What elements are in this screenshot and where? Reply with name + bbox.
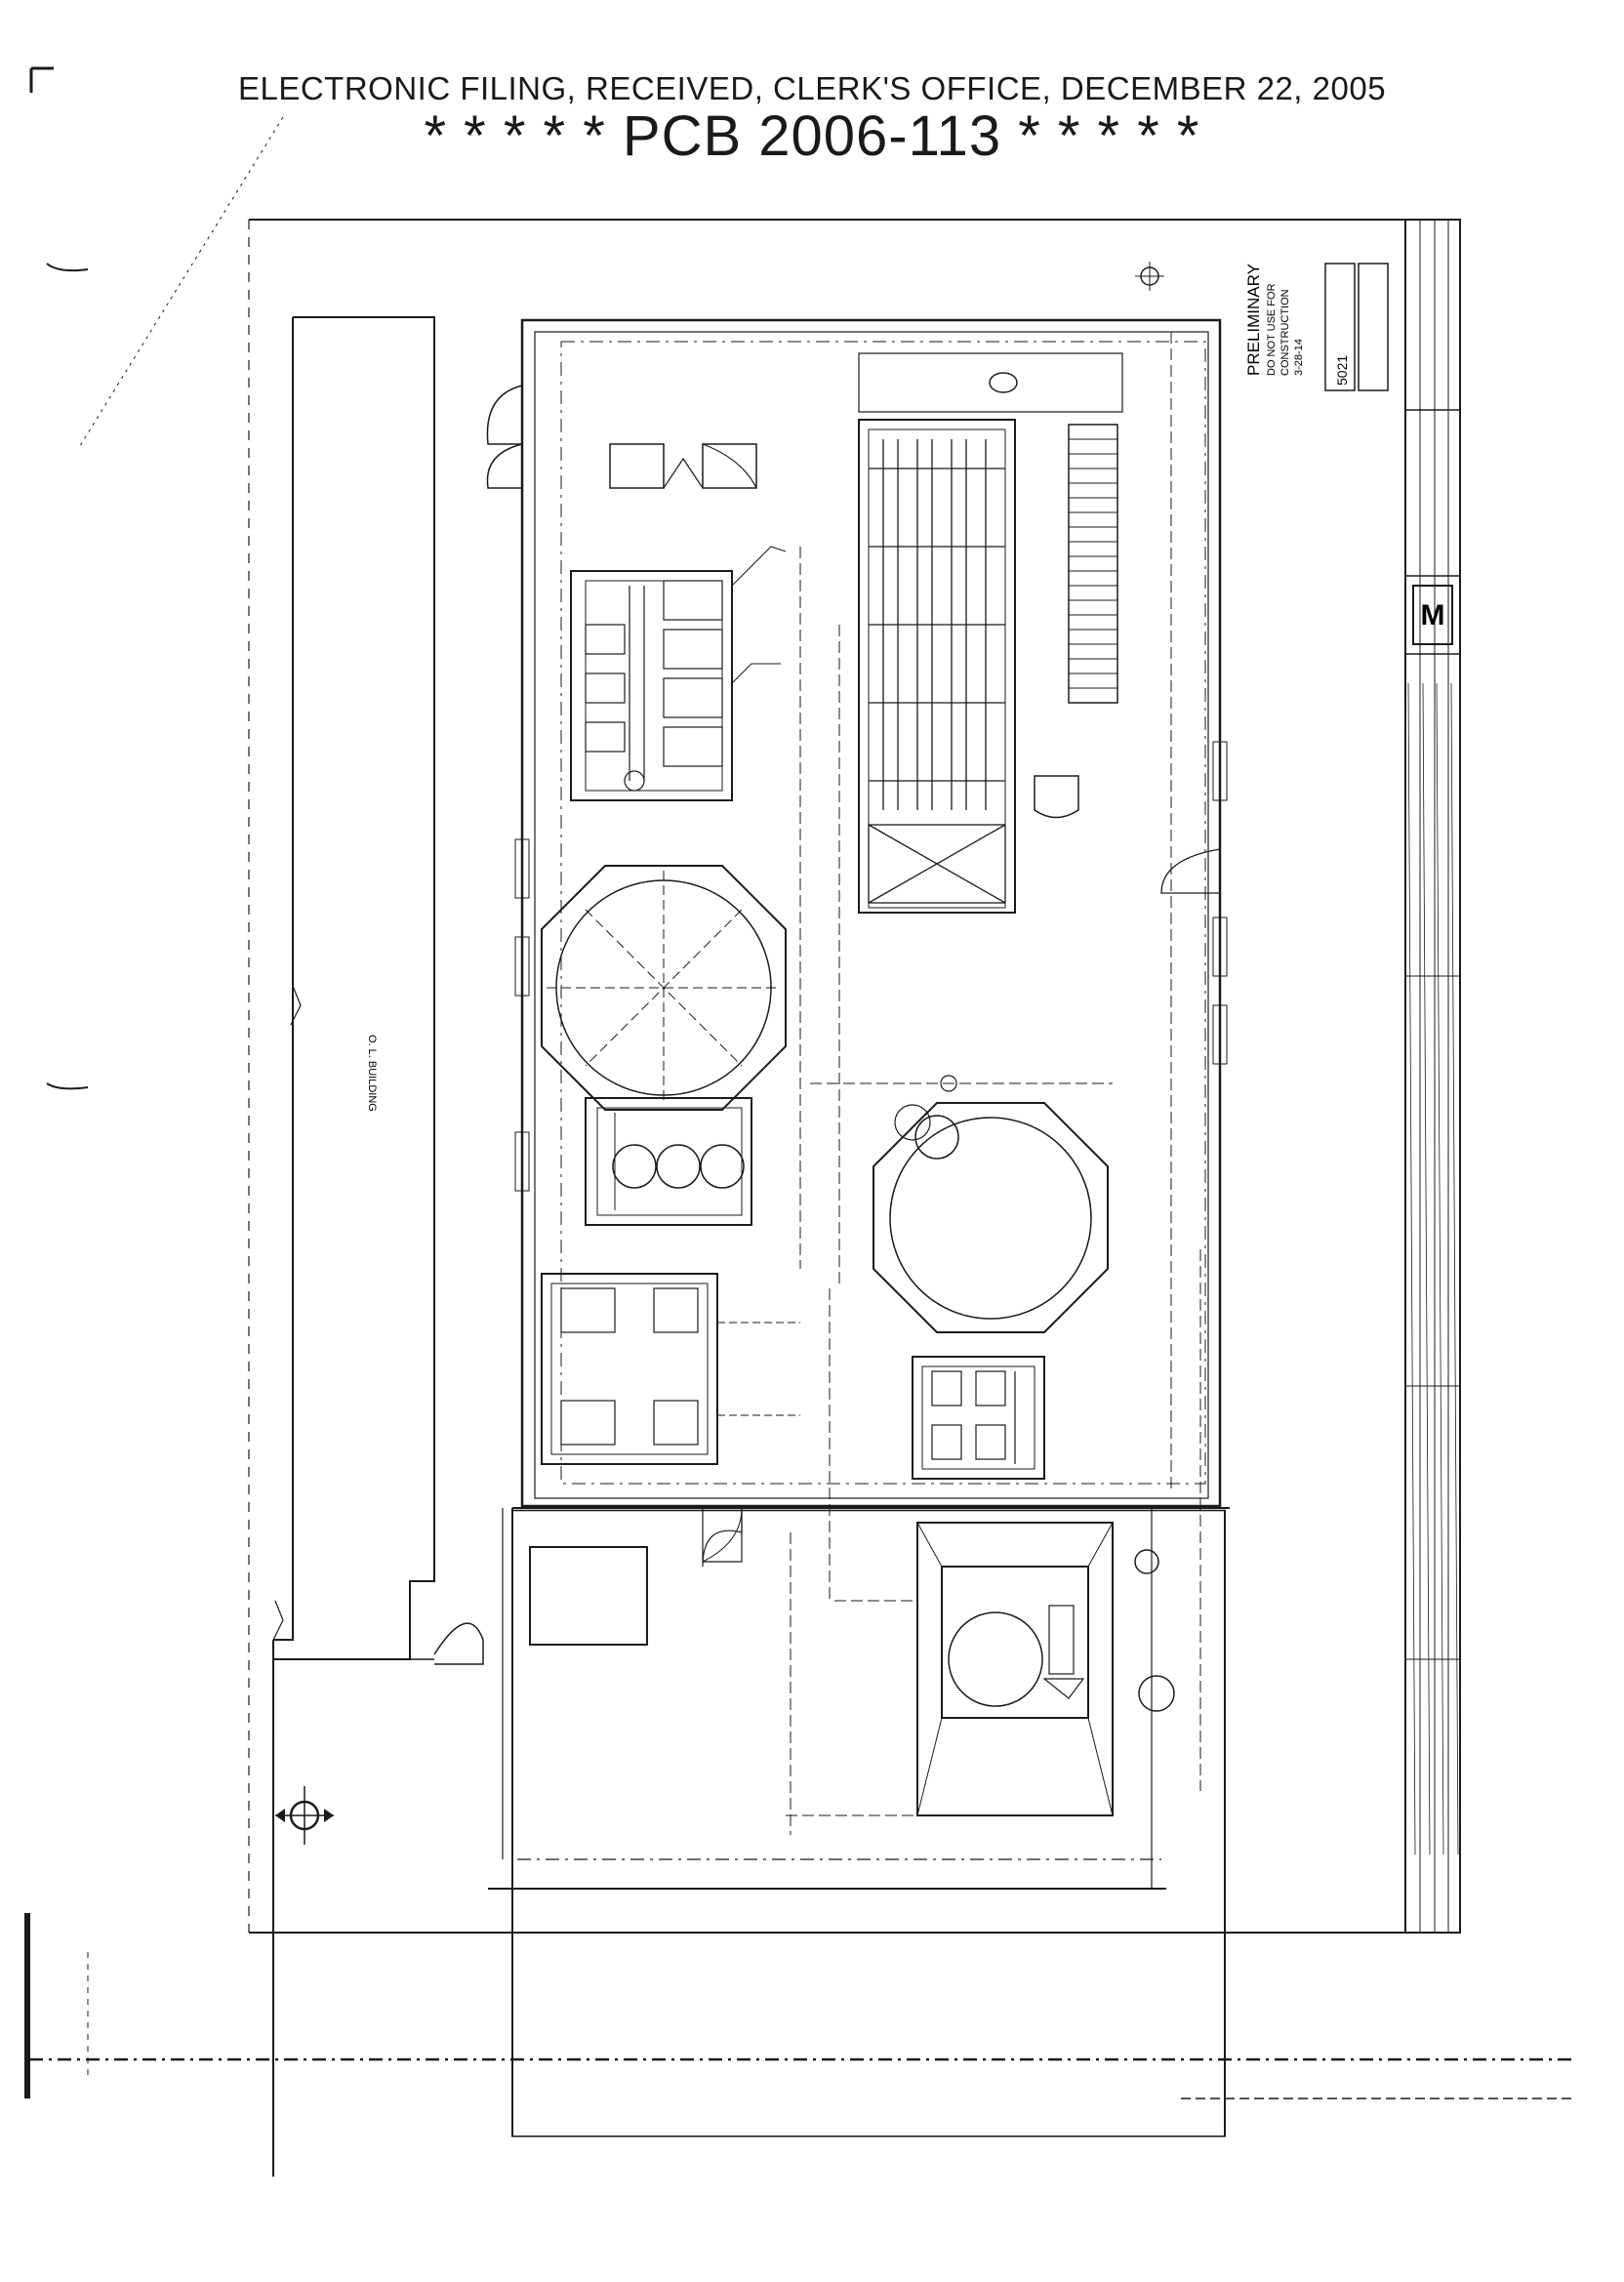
preliminary-date: 3-28-14	[1293, 339, 1305, 376]
piping-runs	[786, 332, 1201, 1835]
south-building	[509, 1508, 1215, 2282]
filter-skid	[585, 1097, 752, 1226]
storage-tank-1	[541, 865, 787, 1111]
entry-doors	[486, 385, 757, 489]
annex-walls-drawn	[512, 1508, 1215, 2282]
sheet-number: 5021	[1334, 355, 1350, 386]
scan-edge-marks	[24, 66, 1571, 2099]
preliminary-note-2: CONSTRUCTION	[1279, 289, 1291, 376]
pump-skid-lower	[912, 1356, 1045, 1480]
annex-outline	[512, 1508, 1171, 2282]
filter-rack	[858, 419, 1079, 914]
stair-grid	[858, 352, 1123, 704]
main-building-walls	[512, 318, 1230, 1509]
lower-annex-rect	[512, 1511, 1225, 2282]
dashed-perimeter	[488, 341, 1206, 1890]
electrical-room	[541, 1273, 800, 1465]
lower-annex-room	[502, 1507, 743, 1859]
building-label: O. L. BUILDING	[366, 1035, 378, 1112]
pump-skid-upper	[570, 546, 787, 801]
sheet-number-box: 5021	[1135, 262, 1389, 391]
preliminary-stamp: PRELIMINARY DO NOT USE FOR CONSTRUCTION …	[1244, 264, 1305, 376]
title-block: M	[1404, 219, 1461, 1934]
company-logo: M	[1421, 599, 1445, 632]
adjacent-building: O. L. BUILDING	[272, 316, 484, 2177]
annex-walls-lower	[511, 1509, 1226, 2138]
north-arrow-icon	[275, 1786, 334, 1845]
drawing-border	[248, 219, 1405, 1934]
storage-tank-2	[873, 1102, 1109, 1333]
lower-annex-visible	[510, 1508, 1225, 2282]
window-marks	[514, 741, 1228, 1568]
annex-walls-outline	[512, 1508, 1230, 2282]
preliminary-note: DO NOT USE FOR	[1266, 283, 1278, 376]
filing-stamp-line: ELECTRONIC FILING, RECEIVED, CLERK'S OFF…	[237, 70, 1387, 106]
preliminary-label: PRELIMINARY	[1244, 264, 1263, 376]
manholes	[940, 1075, 1175, 1712]
containment-vault	[916, 1522, 1114, 1816]
case-number-line: * * * * * PCB 2006-113 * * * * *	[424, 104, 1200, 168]
